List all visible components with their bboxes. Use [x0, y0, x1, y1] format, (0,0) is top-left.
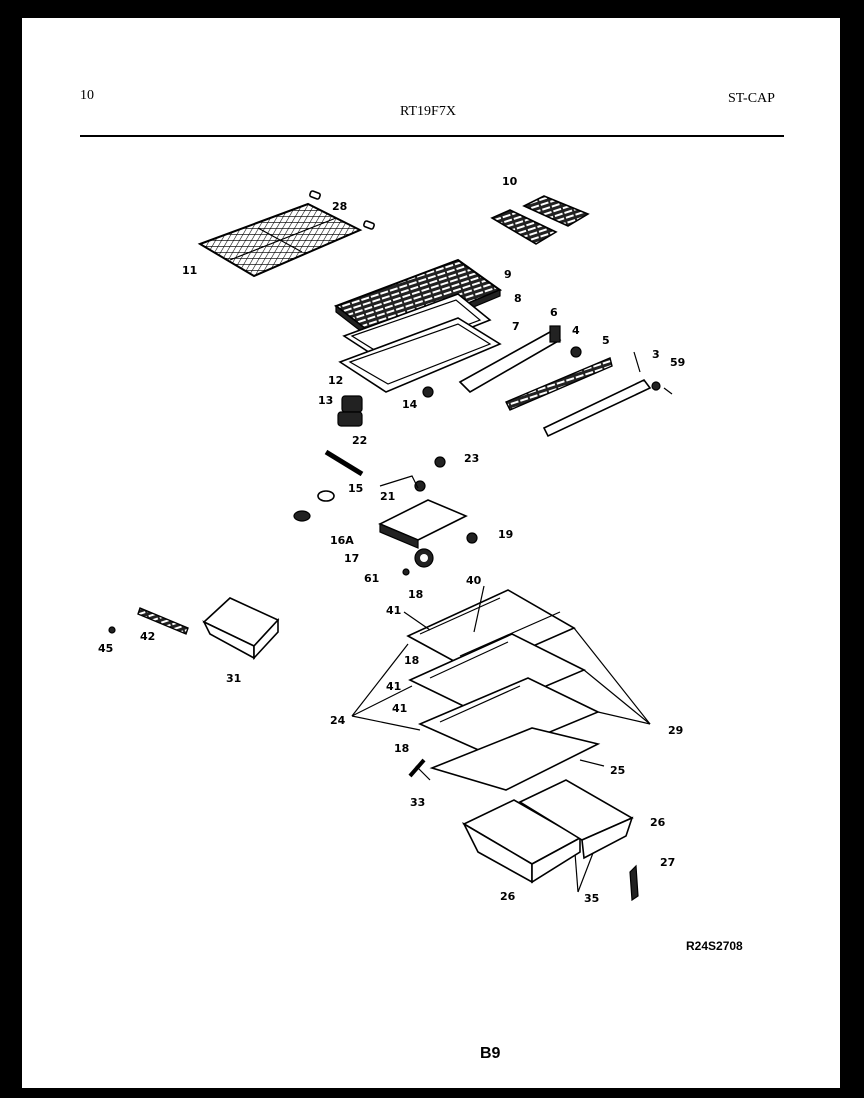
shelf-tray-part: [338, 317, 502, 393]
callout-label: 41: [386, 680, 401, 693]
callout-label: 26: [650, 816, 666, 829]
callout-label: 24: [330, 714, 346, 727]
callout-label: 28: [332, 200, 347, 213]
callout-label: 3: [652, 348, 660, 361]
callout-label: 61: [364, 572, 379, 585]
callout-label: 27: [660, 856, 675, 869]
rail-cover-part: [542, 351, 652, 438]
callout-label: 17: [344, 552, 359, 565]
shelf-bracket-part: [458, 325, 562, 393]
footer-code: B9: [480, 1045, 501, 1062]
callout-label: 26: [500, 890, 516, 903]
crisper-drawer-part: [518, 779, 634, 860]
glass-shelf-part: [429, 727, 601, 791]
page-number: 10: [80, 88, 94, 103]
callout-label: 10: [502, 175, 518, 188]
callout-label: 11: [182, 264, 197, 277]
callout-label: 21: [380, 490, 395, 503]
callout-label: 7: [512, 320, 520, 333]
callout-labels: 28 10 11 9 8 7 6 4 5 3 59 12 13 14 22 23…: [98, 175, 685, 905]
callout-label: 45: [98, 642, 113, 655]
callout-label: 12: [328, 374, 343, 387]
callout-label: 42: [140, 630, 155, 643]
cold-control-rod-part: [324, 449, 364, 477]
callout-label: 33: [410, 796, 425, 809]
crisper-drawer-part: [462, 799, 582, 884]
rail-part: [505, 357, 613, 411]
callout-label: 41: [392, 702, 407, 715]
shelf-clip-part: [309, 190, 375, 230]
callout-label: 23: [464, 452, 479, 465]
callout-label: 18: [404, 654, 419, 667]
light-assembly-part: [293, 456, 478, 576]
glass-shelf-part: [406, 589, 576, 673]
callout-label: 19: [498, 528, 513, 541]
callout-label: 13: [318, 394, 333, 407]
callout-label: 31: [226, 672, 241, 685]
wire-shelf-part: [197, 202, 363, 278]
ice-tray-part: [490, 195, 590, 245]
callout-label: 14: [402, 398, 418, 411]
drawer-slide-part: [408, 758, 639, 902]
callout-label: 41: [386, 604, 401, 617]
parts-sheet: 10 RT19F7X ST-CAP: [22, 18, 840, 1088]
section-code: ST-CAP: [728, 91, 775, 106]
dairy-pan-part: [202, 597, 280, 661]
callout-label: 22: [352, 434, 367, 447]
drawing-code: R24S2708: [686, 939, 743, 953]
callout-label: 8: [514, 292, 522, 305]
callout-label: 18: [408, 588, 423, 601]
callout-label: 40: [466, 574, 482, 587]
callout-label: 59: [670, 356, 685, 369]
callout-label: 6: [550, 306, 558, 319]
callout-label: 25: [610, 764, 625, 777]
callout-label: 35: [584, 892, 599, 905]
header-rule: [80, 135, 784, 137]
callout-label: 4: [572, 324, 580, 337]
callout-label: 9: [504, 268, 512, 281]
callout-label: 15: [348, 482, 363, 495]
callout-label: 5: [602, 334, 610, 347]
support-rail-part: [108, 607, 189, 635]
exploded-parts-diagram: 28 10 11 9 8 7 6 4 5 3 59 12 13 14 22 23…: [98, 175, 743, 1062]
screw-part: [651, 381, 661, 391]
control-knob-part: [337, 386, 434, 427]
callout-label: 18: [394, 742, 409, 755]
model-number: RT19F7X: [400, 104, 456, 119]
grommet-part: [570, 346, 582, 358]
callout-label: 29: [668, 724, 683, 737]
callout-label: 16A: [330, 534, 354, 547]
